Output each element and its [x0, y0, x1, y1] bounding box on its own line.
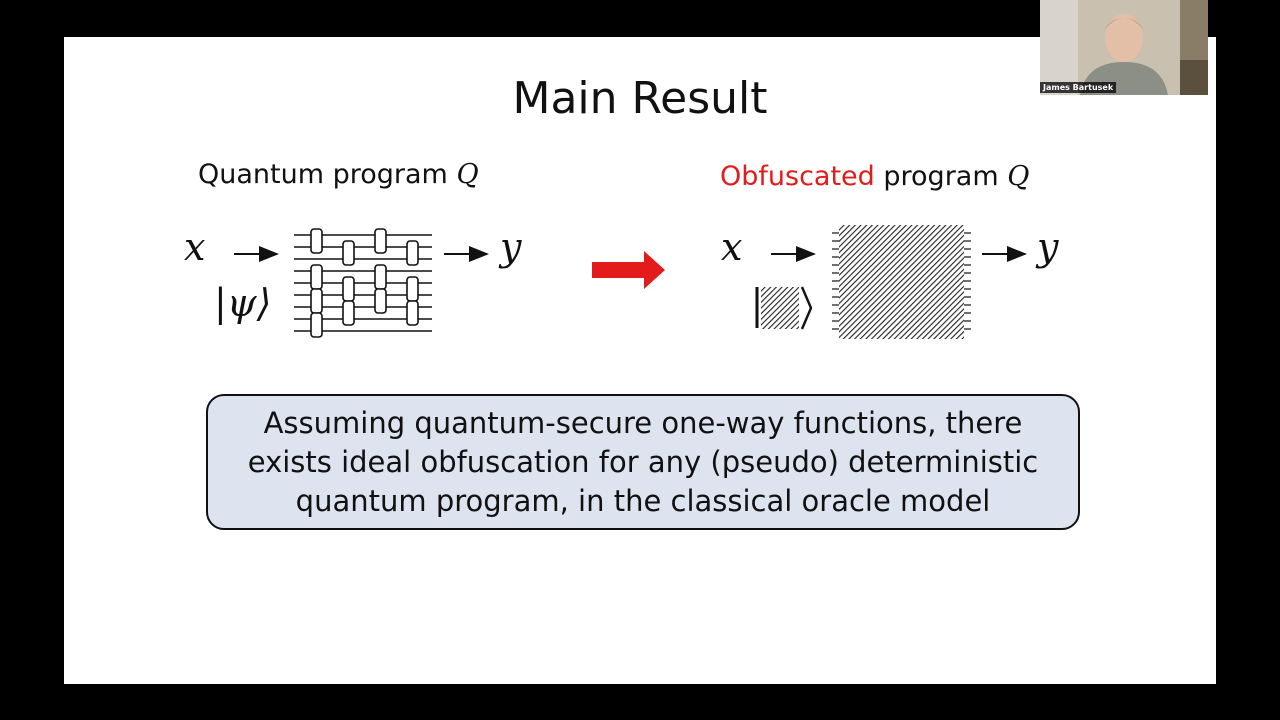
theorem-box: Assuming quantum-secure one-way function… [206, 394, 1080, 530]
quantum-gates [310, 228, 419, 338]
obfuscated-state-box [761, 287, 799, 329]
transform-arrow [592, 251, 665, 289]
left-heading-var: Q [456, 159, 479, 190]
right-heading-var: Q [1007, 161, 1030, 192]
theorem-text: Assuming quantum-secure one-way function… [247, 405, 1039, 518]
slide: Main Result Quantum program Q Obfuscated… [64, 37, 1216, 684]
right-heading-highlight: Obfuscated [720, 161, 875, 192]
obfuscated-program-box [839, 225, 964, 339]
right-heading-text: program [874, 161, 1008, 192]
right-input-var: x [721, 225, 743, 269]
left-heading: Quantum program Q [198, 159, 479, 190]
obfuscated-box-ticks [832, 232, 971, 330]
speaker-video-thumbnail[interactable]: James Bartusek [1040, 0, 1208, 95]
slide-title: Main Result [512, 73, 768, 124]
diagram [234, 225, 1027, 339]
speaker-name-label: James Bartusek [1040, 82, 1117, 93]
right-heading: Obfuscated program Q [720, 161, 1029, 192]
right-output-var: y [1037, 225, 1059, 269]
left-heading-text: Quantum program [198, 159, 457, 190]
left-output-var: y [500, 225, 522, 269]
left-input-var: x [184, 225, 206, 269]
speaker-video [1040, 0, 1208, 95]
obfuscated-state-bracket [800, 286, 813, 330]
left-state: |ψ⟩ [214, 281, 272, 325]
